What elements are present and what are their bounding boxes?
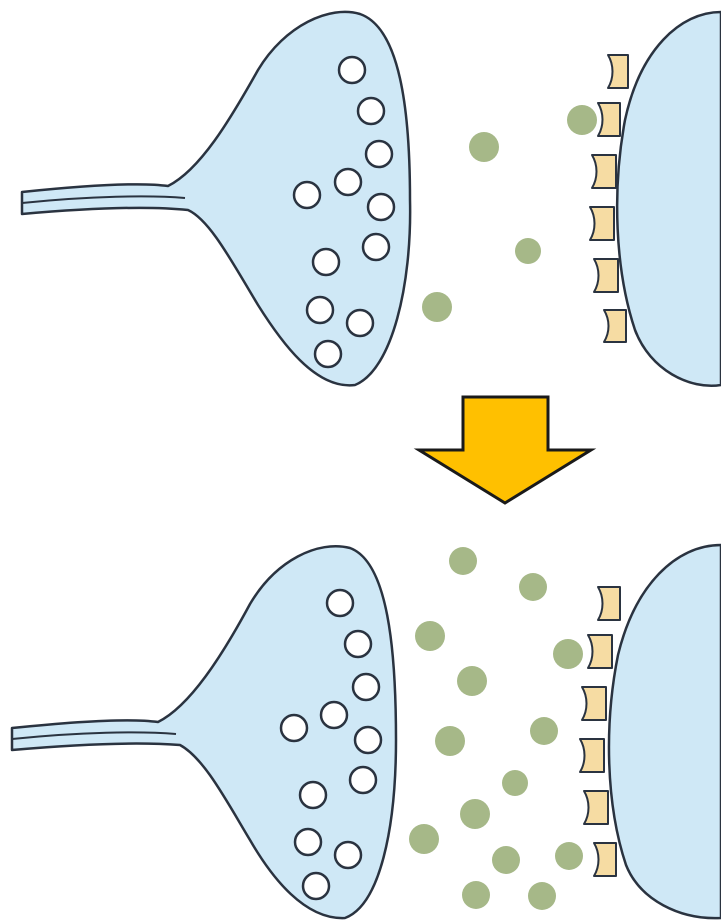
neurotransmitter: [502, 770, 528, 796]
neurotransmitter: [415, 621, 445, 651]
vesicle: [355, 727, 381, 753]
neurotransmitter: [553, 639, 583, 669]
transition-arrow: [419, 397, 591, 503]
vesicle: [347, 310, 373, 336]
vesicle: [321, 702, 347, 728]
vesicle: [350, 767, 376, 793]
postsynaptic-neuron: [617, 12, 721, 386]
neurotransmitter-group: [409, 547, 583, 910]
receptor: [598, 103, 620, 136]
neurotransmitter: [519, 573, 547, 601]
neurotransmitter: [409, 824, 439, 854]
receptor: [594, 843, 616, 876]
neurotransmitter: [530, 717, 558, 745]
receptor: [604, 310, 626, 342]
neurotransmitter: [460, 799, 490, 829]
neurotransmitter: [528, 882, 556, 910]
vesicle: [345, 631, 371, 657]
neurotransmitter: [567, 105, 597, 135]
vesicle: [339, 57, 365, 83]
vesicle: [281, 715, 307, 741]
receptor: [592, 155, 616, 188]
receptor: [588, 635, 612, 668]
neurotransmitter: [492, 846, 520, 874]
vesicle: [303, 873, 329, 899]
neurotransmitter-group: [422, 105, 597, 322]
neurotransmitter: [449, 547, 477, 575]
vesicle: [366, 141, 392, 167]
vesicle: [335, 842, 361, 868]
receptor: [582, 687, 606, 720]
neurotransmitter: [457, 666, 487, 696]
neurotransmitter: [515, 238, 541, 264]
vesicle: [295, 829, 321, 855]
panel-before: [22, 12, 721, 386]
vesicle: [315, 341, 341, 367]
down-arrow-icon: [419, 397, 591, 503]
panel-after: [12, 545, 721, 918]
receptor: [594, 259, 618, 292]
neurotransmitter: [555, 842, 583, 870]
receptor: [608, 55, 628, 88]
receptor: [584, 791, 608, 824]
receptor: [590, 207, 614, 240]
vesicle: [363, 234, 389, 260]
postsynaptic-neuron: [609, 545, 721, 918]
neurotransmitter: [435, 726, 465, 756]
receptor: [580, 739, 604, 772]
neurotransmitter: [422, 292, 452, 322]
receptor: [598, 587, 620, 620]
vesicle: [294, 182, 320, 208]
vesicle: [368, 194, 394, 220]
vesicle: [327, 590, 353, 616]
vesicle: [300, 782, 326, 808]
vesicle: [307, 297, 333, 323]
neurotransmitter: [462, 881, 490, 909]
vesicle: [353, 674, 379, 700]
neurotransmitter: [469, 132, 499, 162]
vesicle: [335, 169, 361, 195]
vesicle: [313, 249, 339, 275]
vesicle: [358, 98, 384, 124]
